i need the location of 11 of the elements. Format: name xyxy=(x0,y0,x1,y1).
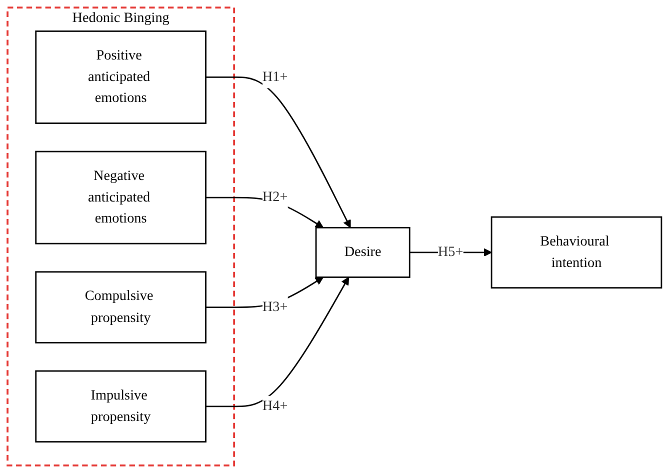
node-box: Negative anticipated emotions xyxy=(35,150,206,244)
node-box: Behavioural intention xyxy=(490,216,662,289)
node-box: Compulsive propensity xyxy=(35,271,206,344)
edge-label: H1+ xyxy=(262,69,288,85)
node-box: Impulsive propensity xyxy=(35,370,206,442)
edge-label: H2+ xyxy=(262,190,288,205)
edge-label: H5+ xyxy=(438,244,464,260)
edge-label: H3+ xyxy=(262,300,288,315)
node-box: Positive anticipated emotions xyxy=(35,30,206,124)
node-box: Desire xyxy=(315,226,410,278)
edge-label: H4+ xyxy=(262,398,288,414)
